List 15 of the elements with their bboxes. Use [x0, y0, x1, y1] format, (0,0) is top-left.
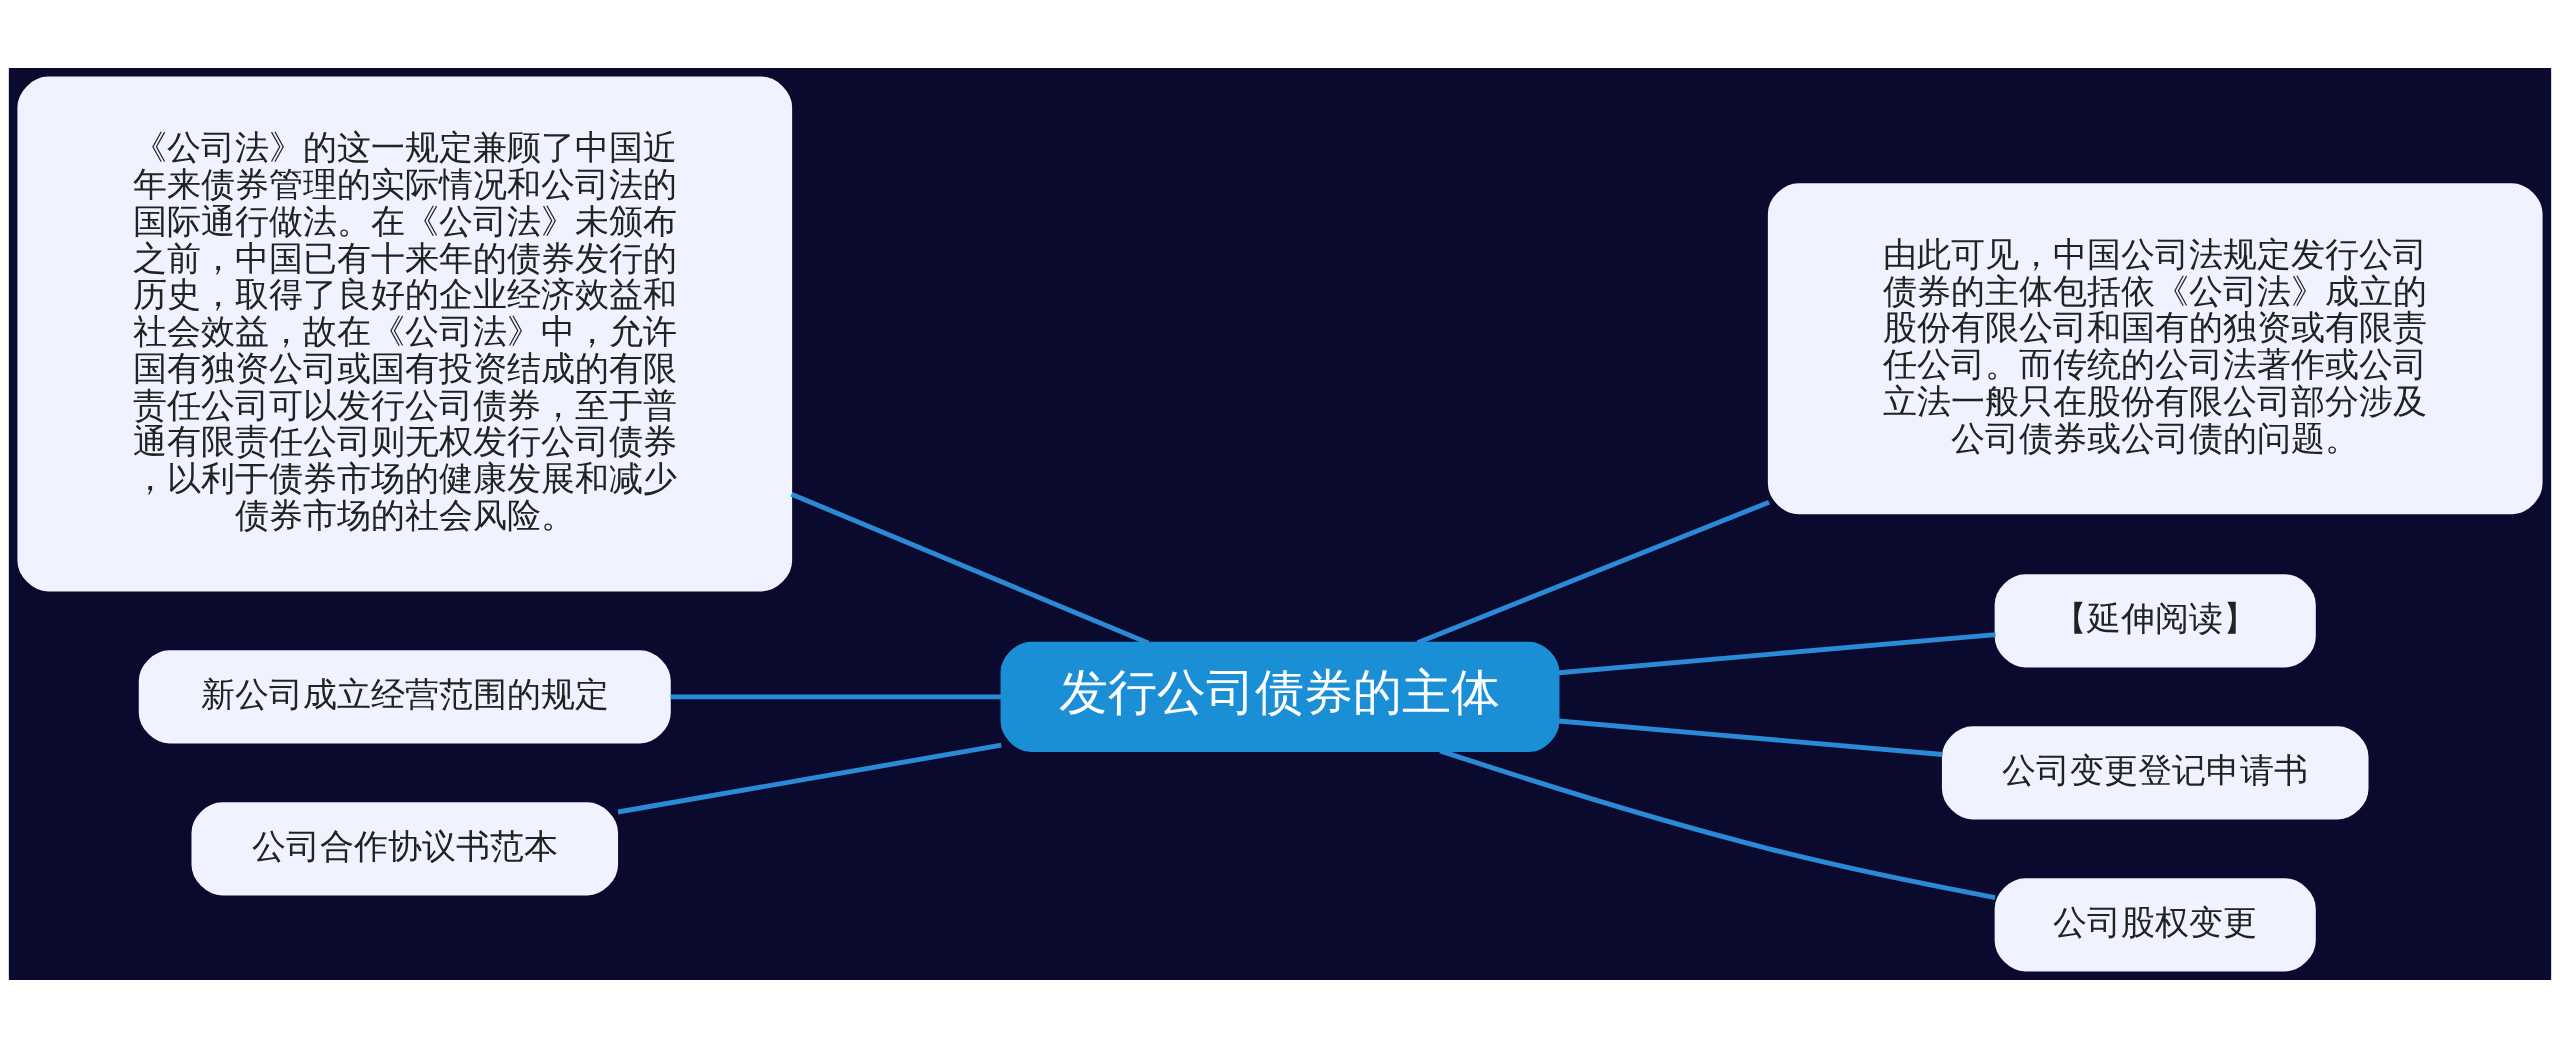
node-box: 【延伸阅读】	[1994, 573, 2316, 667]
node-box: 发行公司债券的主体	[1000, 641, 1560, 752]
connector	[1416, 499, 1770, 645]
connector	[670, 693, 1002, 699]
node-box: 《公司法》的这一规定兼顾了中国近年来债券管理的实际情况和公司法的国际通行做法。在《公司法》未颁布之前，中国已有十来年的债券发行的历史，取得了良好的企业经济效益和社会效益，故在《公司法》中，允许国有独资公司或国有投资结成的有限责任公司可以发行公司债券，至于普通有限责任公司则无权发行公司债券，以利于债券市场的健康发展和减少债券市场的社会风险。	[17, 76, 793, 591]
node-box: 公司股权变更	[1994, 877, 2316, 971]
connector	[1439, 747, 1996, 900]
node-box: 由此可见，中国公司法规定发行公司债券的主体包括依《公司法》成立的股份有限公司和国有的独资或有限责任公司。而传统的公司法著作或公司立法一般只在股份有限公司部分涉及公司债券或公司债的问题。	[1767, 182, 2543, 514]
connector	[1558, 631, 1996, 675]
connector	[790, 491, 1150, 645]
connector	[1558, 718, 1943, 757]
node-box: 公司合作协议书范本	[191, 801, 619, 895]
node-box: 公司变更登记申请书	[1941, 725, 2369, 819]
connector	[617, 742, 1002, 814]
node-box: 新公司成立经营范围的规定	[138, 649, 671, 743]
